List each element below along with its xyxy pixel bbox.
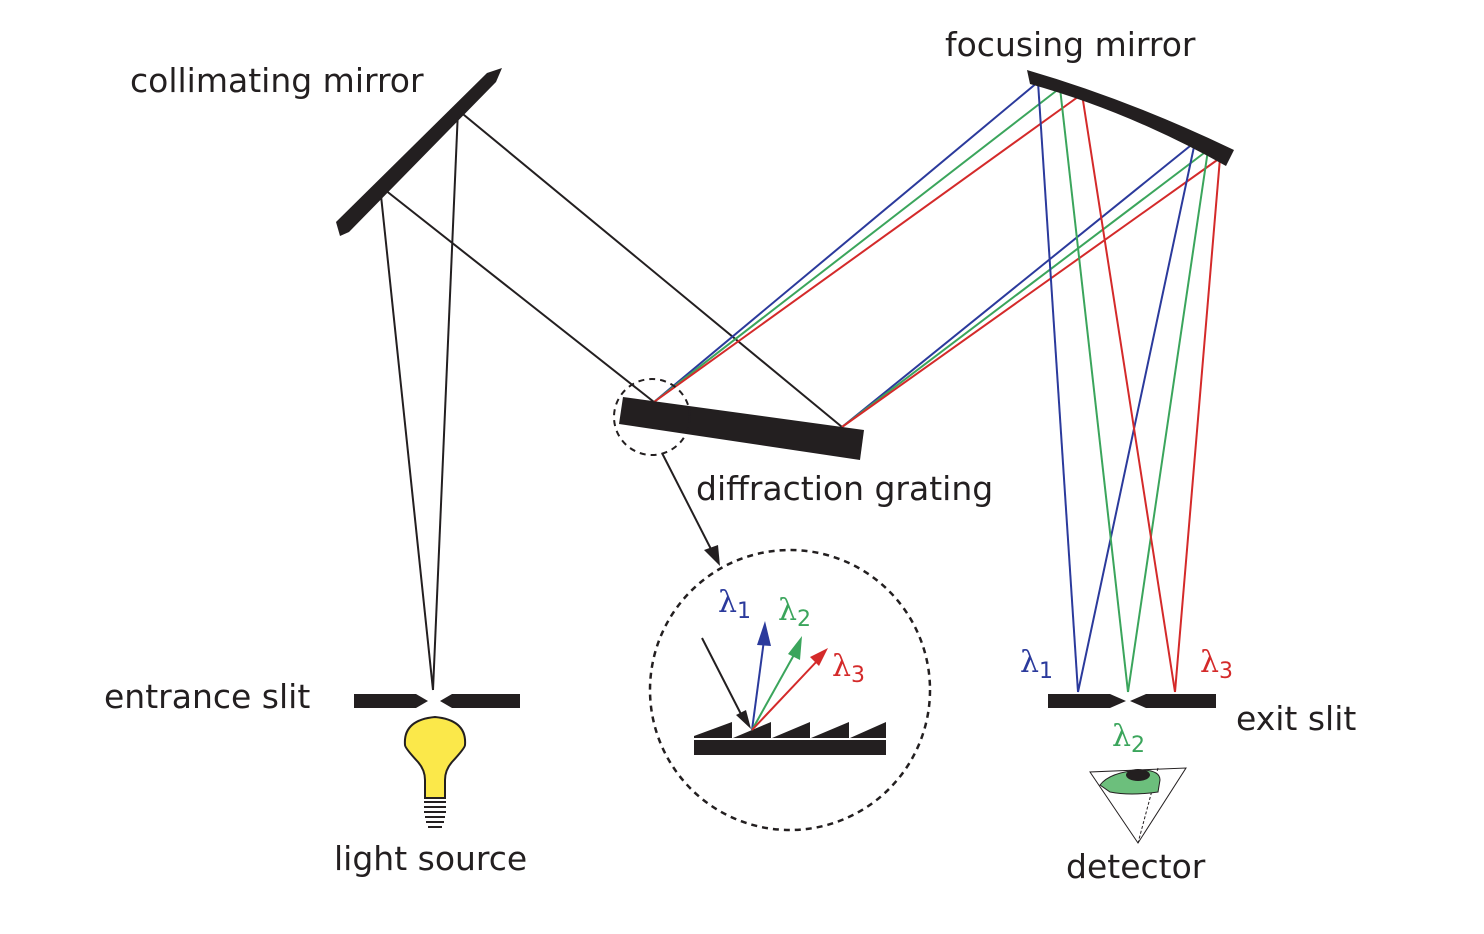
ray-mirror-to-grating-b: [457, 109, 843, 428]
ray-green-c: [1059, 87, 1129, 693]
ray-green-d: [1127, 149, 1209, 693]
lambda3-arrow-line: [751, 659, 819, 731]
entrance-slit-label: entrance slit: [104, 677, 310, 716]
exit-lambda2-label: λ2: [1112, 719, 1145, 758]
diffraction-grating-label: diffraction grating: [696, 469, 993, 508]
ray-blue-b: [841, 141, 1196, 428]
ray-green-b: [841, 149, 1209, 428]
exit-slit: [1048, 694, 1216, 708]
detector-label: detector: [1066, 847, 1206, 886]
ray-blue-d: [1077, 141, 1196, 693]
ray-mirror-to-grating-a: [379, 185, 655, 403]
incident-arrow-line: [701, 637, 745, 721]
ray-red-c: [1081, 93, 1176, 693]
bulb-base: [424, 801, 446, 828]
grating-detail-marker: [613, 378, 691, 456]
entrance-slit-left-jaw: [354, 694, 428, 708]
lambda1-arrow-head: [757, 621, 771, 646]
exit-lambda1-label: λ1: [1020, 645, 1053, 684]
ray-blue-a: [653, 81, 1039, 403]
ray-red-d: [1174, 157, 1221, 693]
bulb-glass: [403, 715, 467, 799]
ray-green-a: [653, 87, 1061, 403]
detail-arrow-head: [704, 545, 720, 566]
eye-detector-icon: [1089, 767, 1187, 844]
exit-lambda3-label: λ3: [1200, 645, 1233, 684]
light-bulb-icon: [403, 715, 467, 828]
inset-lambda1-label: λ1: [718, 585, 751, 624]
inset-lambda3-label: λ3: [832, 649, 865, 688]
collimating-mirror-label: collimating mirror: [130, 61, 424, 100]
ray-red-b: [841, 157, 1221, 428]
sawtooth-grooves: [694, 722, 886, 738]
lambda3-arrow-head: [810, 648, 828, 666]
detail-arrow-line: [661, 452, 715, 556]
focusing-mirror: [1027, 70, 1234, 166]
light-source-label: light source: [334, 839, 527, 878]
lambda1-arrow-line: [751, 639, 765, 731]
ray-blue-c: [1037, 81, 1079, 693]
inset-circle: [648, 548, 932, 832]
dispersed-rays: [653, 81, 1221, 693]
incident-arrow-head: [736, 710, 751, 729]
eye-pupil: [1126, 769, 1150, 781]
ray-slit-to-mirror-b: [432, 109, 459, 691]
lambda2-arrow-head: [788, 636, 802, 660]
diffraction-grating: [619, 397, 864, 460]
entrance-slit-right-jaw: [440, 694, 520, 708]
collimating-mirror: [336, 68, 502, 236]
grating-substrate: [694, 740, 886, 755]
exit-slit-left-jaw: [1048, 694, 1126, 708]
focusing-mirror-label: focusing mirror: [945, 25, 1196, 64]
incident-rays: [379, 109, 843, 691]
entrance-slit: [354, 694, 520, 708]
grating-detail-inset: λ1 λ2 λ3: [648, 548, 932, 832]
exit-slit-label: exit slit: [1236, 699, 1356, 738]
ray-slit-to-mirror-a: [379, 185, 434, 691]
exit-slit-right-jaw: [1130, 694, 1216, 708]
lambda2-arrow-line: [751, 652, 796, 731]
inset-lambda2-label: λ2: [778, 593, 811, 632]
ray-red-a: [653, 93, 1083, 403]
